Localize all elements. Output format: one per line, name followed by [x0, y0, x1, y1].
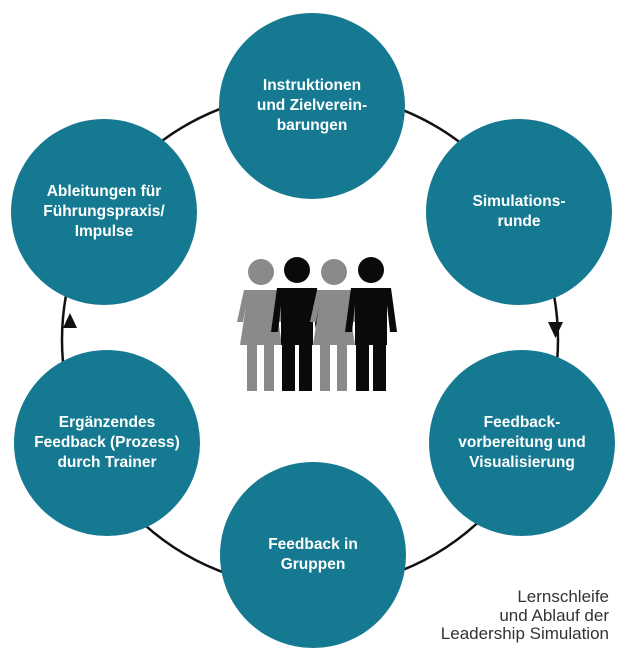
- node-label-simulationsrunde: Simulations- runde: [472, 192, 566, 230]
- node-instruktionen: [219, 13, 405, 199]
- node-label-ableitungen: Ableitungen für Führungspraxis/ Impulse: [43, 182, 165, 241]
- node-label-ergaenzendes-feedback: Ergänzendes Feedback (Prozess) durch Tra…: [34, 413, 180, 472]
- person-black-male-icon: [345, 257, 397, 391]
- node-label-instruktionen: Instruktionen und Zielverein- barungen: [256, 76, 368, 135]
- diagram-caption: Lernschleife und Ablauf der Leadership S…: [440, 587, 609, 644]
- group-of-people-icon: [237, 257, 397, 391]
- node-ableitungen: [11, 119, 197, 305]
- node-simulationsrunde: [426, 119, 612, 305]
- node-label-feedback-gruppen: Feedback in Gruppen: [268, 535, 358, 573]
- node-ergaenzendes-feedback: [14, 350, 200, 536]
- node-feedback-gruppen: [220, 462, 406, 648]
- node-feedbackvorbereitung: [429, 350, 615, 536]
- person-black-male-icon: [271, 257, 323, 391]
- arrow-head-left: [63, 313, 77, 328]
- node-label-feedbackvorbereitung: Feedback- vorbereitung und Visualisierun…: [458, 413, 586, 472]
- arrow-head-right: [548, 322, 563, 338]
